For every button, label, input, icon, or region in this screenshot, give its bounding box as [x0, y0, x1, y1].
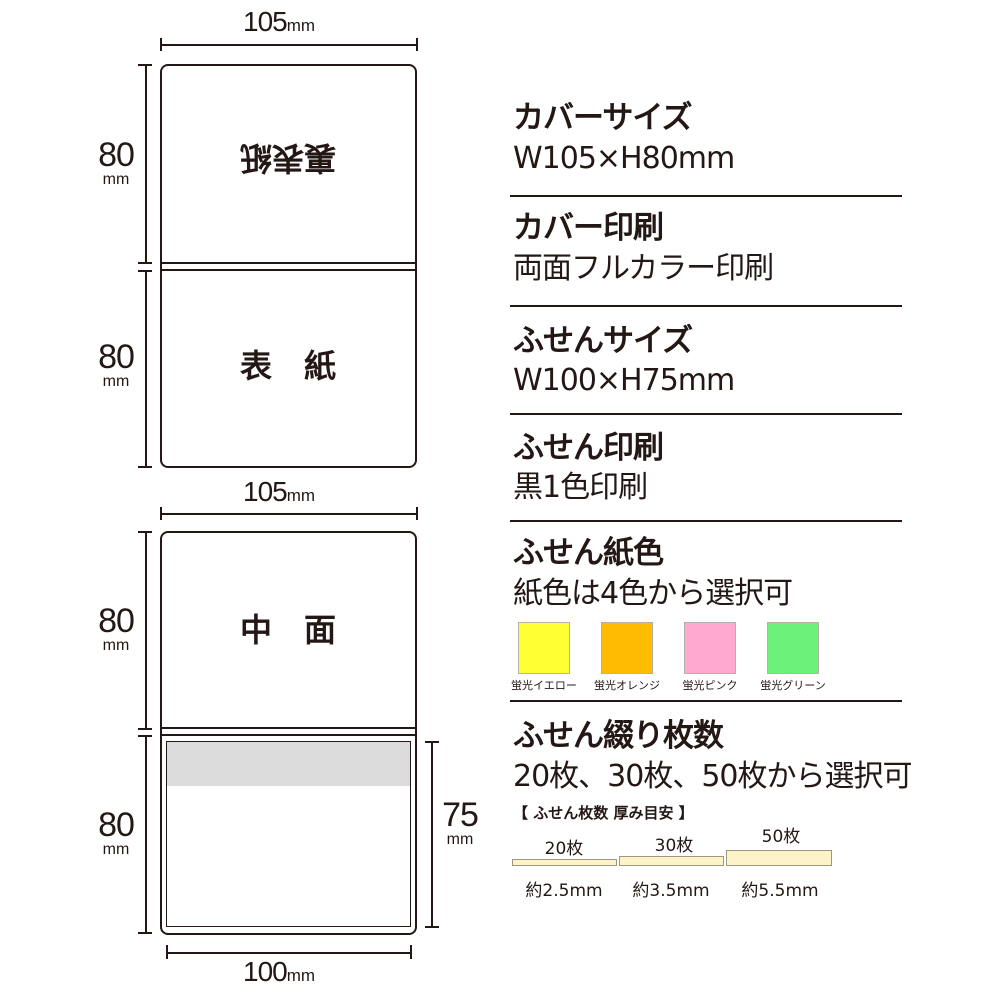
inner-label: 中 面 — [239, 611, 337, 649]
height-dim-line-2 — [145, 270, 147, 467]
swatch-label-yellow: 蛍光イエロー — [511, 679, 577, 692]
inner-fold-line-2 — [162, 734, 415, 736]
height-dim-line-1 — [145, 64, 147, 262]
thickness-value-30: 約3.5mm — [632, 881, 710, 901]
thickness-count-20: 20枚 — [544, 839, 584, 859]
height-dim-tick — [138, 531, 152, 533]
spec-title-paper-color: ふせん紙色 — [513, 535, 664, 571]
cover-fold-line-2 — [162, 269, 415, 271]
spec-divider — [510, 413, 902, 415]
spec-divider — [510, 700, 902, 702]
swatch-orange — [601, 622, 653, 674]
spec-divider — [510, 520, 902, 522]
spec-value-paper-color: 紙色は4色から選択可 — [513, 576, 793, 611]
swatch-green — [767, 622, 819, 674]
cover-panel — [160, 64, 417, 468]
height-dim-tick — [138, 64, 152, 66]
height-dim-tick — [138, 466, 152, 468]
thickness-bar-20 — [512, 859, 617, 866]
spec-value-cover-size: W105×H80mm — [513, 141, 735, 176]
swatch-pink — [684, 622, 736, 674]
swatch-label-orange: 蛍光オレンジ — [594, 679, 660, 692]
sticky-height-tick-top — [425, 741, 439, 743]
bottom-width-label: 100mm — [243, 956, 316, 987]
thickness-bar-30 — [619, 856, 724, 866]
middle-width-label: 105mm — [243, 476, 316, 507]
swatch-yellow — [518, 622, 570, 674]
top-width-tick-left — [160, 38, 162, 51]
spec-title-cover-print: カバー印刷 — [513, 210, 664, 246]
spec-divider — [510, 305, 902, 307]
swatch-label-green: 蛍光グリーン — [760, 679, 826, 692]
sticky-note-adhesive-strip — [167, 742, 410, 786]
top-width-label: 105mm — [243, 6, 316, 37]
bottom-width-dimension-line — [166, 952, 411, 954]
thickness-value-20: 約2.5mm — [525, 881, 603, 901]
front-cover-label: 表 紙 — [239, 347, 337, 385]
middle-width-tick-right — [416, 507, 418, 520]
spec-divider — [510, 195, 902, 197]
spec-title-sticky-size: ふせんサイズ — [513, 323, 693, 359]
bottom-width-tick-left — [166, 945, 168, 959]
spec-title-cover-size: カバーサイズ — [513, 100, 692, 136]
inner-fold-line-1 — [162, 727, 415, 729]
cover-fold-line-1 — [162, 262, 415, 264]
spec-value-sheet-count: 20枚、30枚、50枚から選択可 — [513, 759, 913, 794]
spec-value-sticky-size: W100×H75mm — [513, 363, 735, 398]
thickness-value-50: 約5.5mm — [741, 881, 819, 901]
thickness-count-50: 50枚 — [761, 827, 801, 847]
height-dim-line-3 — [145, 531, 147, 729]
bottom-width-tick-right — [410, 945, 412, 959]
thickness-count-30: 30枚 — [654, 836, 694, 856]
spec-value-cover-print: 両面フルカラー印刷 — [513, 251, 774, 286]
back-cover-label: 裏表紙 — [239, 139, 337, 177]
swatch-label-pink: 蛍光ピンク — [682, 679, 738, 692]
middle-width-dimension-line — [160, 513, 417, 515]
spec-value-sticky-print: 黒1色印刷 — [513, 470, 648, 505]
thickness-heading: 【 ふせん枚数 厚み目安 】 — [513, 804, 694, 822]
middle-width-tick-left — [160, 507, 162, 520]
spec-title-sheet-count: ふせん綴り枚数 — [513, 718, 724, 754]
height-dim-tick — [138, 932, 152, 934]
height-dim-tick — [138, 262, 152, 264]
height-dim-tick — [138, 728, 152, 730]
sticky-height-dim-line — [431, 741, 433, 927]
spec-title-sticky-print: ふせん印刷 — [513, 430, 664, 466]
top-width-dimension-line — [160, 44, 417, 46]
sticky-height-tick-bottom — [425, 926, 439, 928]
thickness-bar-50 — [726, 850, 832, 866]
top-width-tick-right — [416, 38, 418, 51]
height-dim-tick — [138, 735, 152, 737]
height-dim-line-4 — [145, 735, 147, 933]
height-dim-tick — [138, 270, 152, 272]
